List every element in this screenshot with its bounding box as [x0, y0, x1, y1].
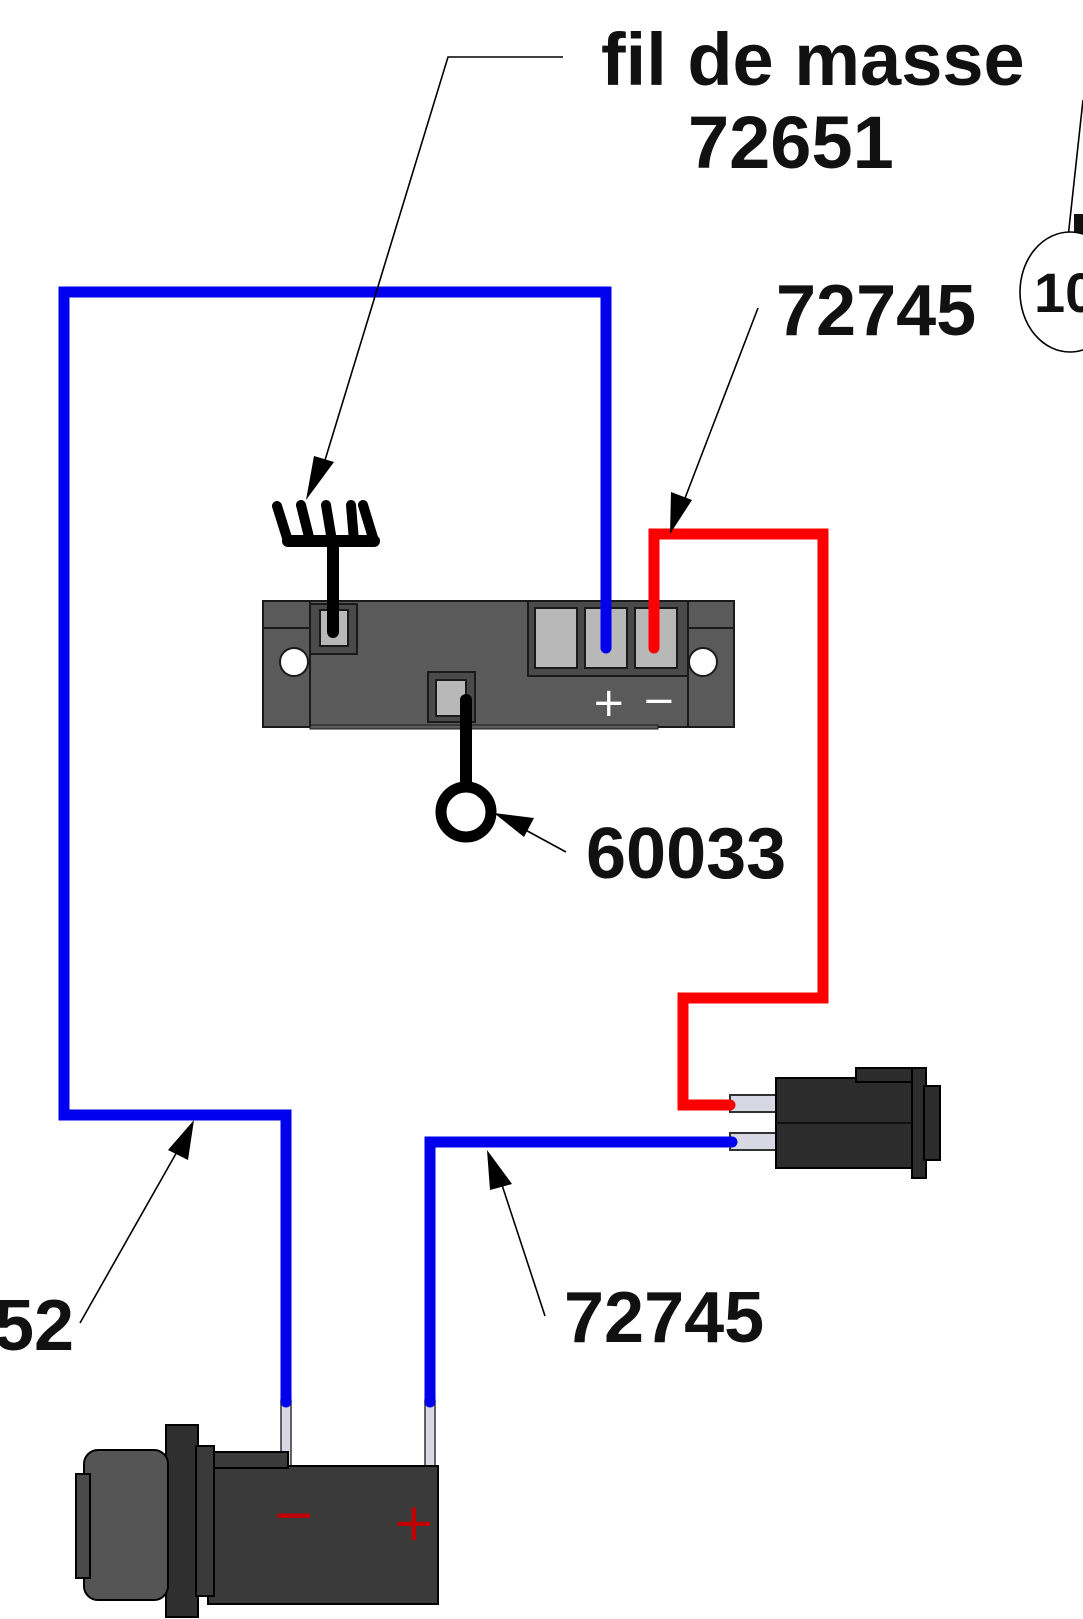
terminal-plus-sign: + [592, 680, 626, 726]
leader-ground-wire [306, 56, 563, 500]
reference-bubble-label: 10 [1034, 261, 1083, 324]
bottom-wire-ref-label: 72745 [564, 1278, 764, 1358]
leader-red-wire [670, 307, 759, 534]
mounting-hole-right [688, 647, 718, 677]
leader-bottom-wire [487, 1150, 546, 1317]
ground-symbol [272, 500, 380, 638]
terminal-ref-label: 60033 [586, 814, 786, 894]
blue-wire-lower [424, 1136, 738, 1408]
terminal-minus-sign: − [642, 678, 676, 724]
leader-left-wire [79, 1120, 194, 1324]
bottom-socket: − + [75, 1399, 439, 1618]
reference-bubble: 10 [1019, 231, 1083, 353]
mounting-hole-left [279, 647, 309, 677]
terminal-unused [534, 607, 578, 669]
left-wire-ref-label: 52 [0, 1286, 74, 1366]
leader-terminal [494, 813, 567, 853]
ground-wire-ref-label: 72651 [688, 101, 894, 184]
socket-minus-sign: − [272, 1485, 316, 1545]
ring-terminal [435, 694, 497, 843]
red-wire-ref-label: 72745 [776, 271, 976, 351]
socket-plus-sign: + [392, 1493, 436, 1553]
right-connector [729, 1067, 941, 1179]
blue-wire-upper [58, 286, 612, 1408]
ground-wire-label: fil de masse [601, 18, 1025, 101]
